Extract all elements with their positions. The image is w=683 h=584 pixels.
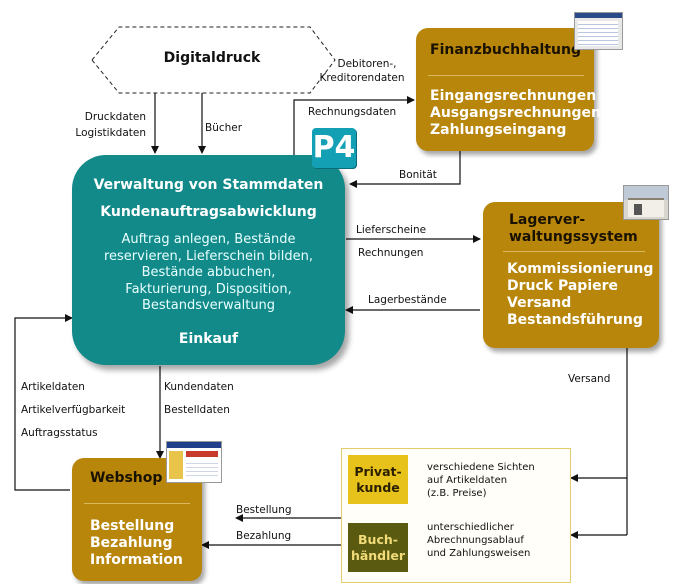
buchhaendler-description: unterschiedlicher Abrechnungsablauf und … (427, 521, 530, 560)
edge-label-bestelldaten: Bestelldaten (164, 404, 230, 416)
buchhaendler-desc-line: unterschiedlicher (427, 522, 514, 533)
center-body-line: reservieren, Lieferschein bilden, (103, 248, 314, 264)
webshop-item: Information (90, 552, 183, 568)
lagerverwaltung-title-line: Lagerver- (509, 212, 586, 228)
lagerverwaltung-items: Kommissionierung Druck Papiere Versand B… (507, 261, 653, 329)
webshop-items: Bestellung Bezahlung Information (90, 518, 183, 569)
lagerverwaltung-item: Kommissionierung (507, 261, 654, 277)
webshop-screenshot-thumbnail (166, 441, 222, 483)
buchhaendler-desc-line: und Zahlungsweisen (427, 548, 531, 559)
edge-label-artikeldaten: Artikeldaten (21, 381, 85, 393)
finanzbuchhaltung-item: Zahlungseingang (430, 122, 567, 138)
lagerverwaltung-box: Lagerver- waltungssystem Kommissionierun… (483, 202, 659, 348)
lagerverwaltung-title: Lagerver- waltungssystem (509, 212, 638, 246)
privatkunde-box: Privat- kunde (348, 455, 408, 504)
finanzbuchhaltung-title: Finanzbuchhaltung (430, 42, 582, 58)
edge-label-buecher: Bücher (205, 122, 243, 134)
edge-label-artikelverfuegbarkeit: Artikelverfügbarkeit (21, 404, 126, 416)
privatkunde-desc-line: auf Artikeldaten (427, 475, 508, 486)
center-heading-kundenauftrag: Kundenauftragsabwicklung (100, 204, 317, 220)
edge-label-druckdaten: Druckdaten (84, 111, 146, 123)
center-body-line: Bestandsverwaltung (141, 298, 276, 313)
p4-logo: P4 (312, 128, 356, 168)
center-body-line: Fakturierung, Disposition, (125, 281, 292, 297)
privatkunde-label-line: Privat- (354, 463, 402, 479)
webshop-title: Webshop (90, 470, 163, 486)
edge-label-rechnungsdaten: Rechnungsdaten (308, 106, 397, 118)
buchhaendler-label-line: Buch- (358, 531, 398, 547)
center-body-line: Bestände abbuchen, (141, 265, 276, 280)
edge-label-lieferscheine: Lieferscheine (356, 224, 427, 236)
edge-label-auftragsstatus: Auftragsstatus (21, 427, 98, 439)
privatkunde-label-line: kunde (356, 479, 400, 495)
edge-label-bezahlung: Bezahlung (236, 530, 292, 542)
buchhaendler-desc-line: Abrechnungsablauf (427, 535, 524, 546)
lagerverwaltung-item: Druck Papiere (507, 278, 619, 294)
center-footer-einkauf: Einkauf (178, 331, 239, 347)
finanzbuchhaltung-box: Finanzbuchhaltung Eingangsrechnungen Aus… (416, 28, 601, 151)
privatkunde-desc-line: verschiedene Sichten (427, 462, 535, 473)
warehouse-photo-thumbnail (623, 185, 669, 220)
edge-label-debitoren: Debitoren-, (337, 58, 397, 70)
edge-label-kreditoren: Kreditorendaten (319, 72, 405, 84)
lagerverwaltung-title-line: waltungssystem (509, 229, 638, 245)
webshop-item: Bezahlung (90, 535, 173, 551)
spreadsheet-screenshot-thumbnail (574, 12, 623, 50)
digitaldruck-hexagon (91, 26, 336, 94)
buchhaendler-box: Buch- händler (348, 523, 408, 572)
edge-label-rechnungen: Rechnungen (358, 247, 424, 259)
edge-label-logistikdaten: Logistikdaten (75, 127, 146, 139)
center-heading-stammdaten: Verwaltung von Stammdaten (93, 177, 324, 193)
center-body-text: Auftrag anlegen, Bestände reservieren, L… (72, 232, 345, 315)
lagerverwaltung-item: Versand (507, 295, 572, 311)
webshop-item: Bestellung (90, 518, 175, 534)
finanzbuchhaltung-items: Eingangsrechnungen Ausgangsrechnungen Za… (430, 88, 601, 139)
webshop-divider (84, 503, 190, 504)
edge-label-bonitaet: Bonität (399, 169, 437, 181)
lagerverwaltung-item: Bestandsführung (507, 312, 643, 328)
finanzbuchhaltung-item: Eingangsrechnungen (430, 88, 597, 104)
finanzbuchhaltung-divider (428, 75, 584, 76)
edge-label-bestellung: Bestellung (236, 504, 292, 516)
finanzbuchhaltung-item: Ausgangsrechnungen (430, 105, 601, 121)
digitaldruck-label: Digitaldruck (163, 50, 261, 66)
privatkunde-desc-line: (z.B. Preise) (427, 488, 487, 499)
edge-label-kundendaten: Kundendaten (164, 381, 234, 393)
buchhaendler-label-line: händler (350, 547, 406, 563)
center-body-line: Auftrag anlegen, Bestände (121, 232, 296, 247)
edge-label-versand: Versand (568, 373, 611, 385)
edge-label-lagerbestaende: Lagerbestände (368, 294, 447, 306)
lagerverwaltung-divider (503, 251, 645, 252)
customer-types-panel: Privat- kunde verschiedene Sichten auf A… (341, 448, 571, 583)
privatkunde-description: verschiedene Sichten auf Artikeldaten (z… (427, 461, 535, 500)
auftragsverwaltung-box: Verwaltung von Stammdaten Kundenauftrags… (72, 155, 345, 365)
